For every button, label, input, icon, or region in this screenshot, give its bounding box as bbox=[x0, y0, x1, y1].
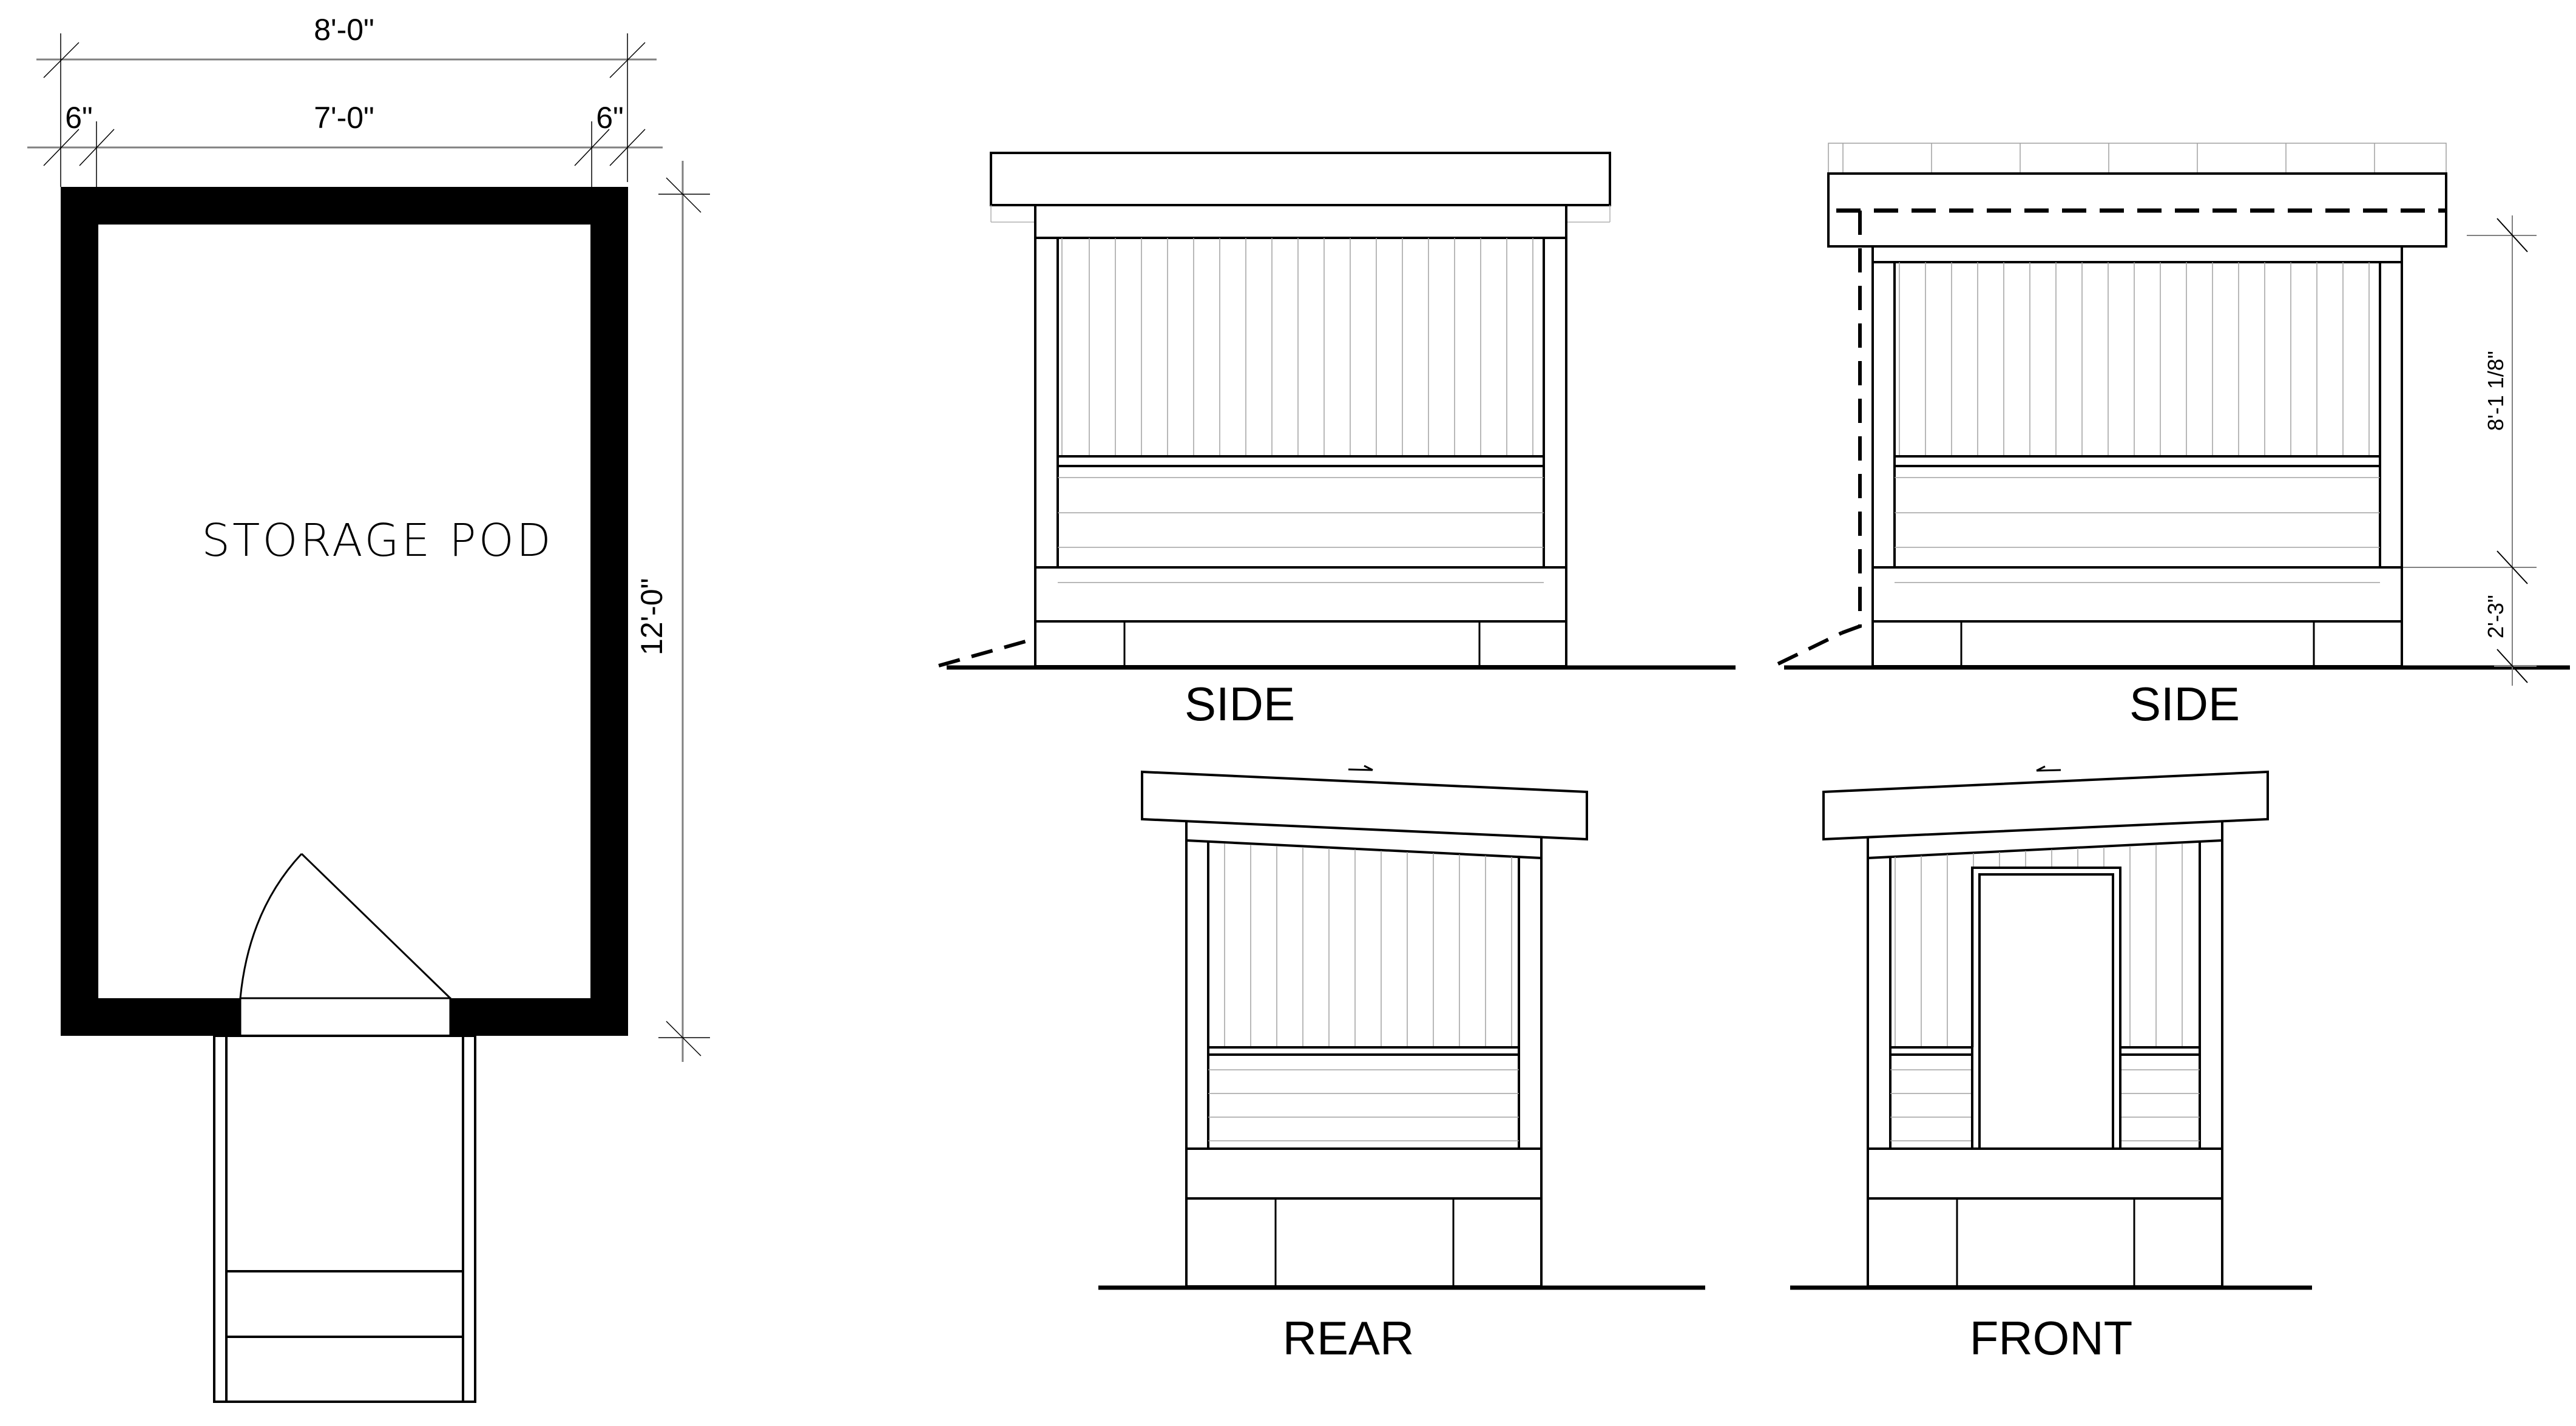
height-dimension-lines bbox=[2403, 215, 2537, 686]
view-title-rear: REAR bbox=[1282, 1311, 1415, 1365]
door-threshold bbox=[239, 997, 451, 1037]
dim-inner-width: 7'-0" bbox=[314, 101, 374, 135]
elevation-side-right bbox=[1777, 143, 2570, 686]
view-title-side-right: SIDE bbox=[2129, 677, 2240, 731]
dim-right-wall: 6" bbox=[596, 101, 624, 135]
dim-overall-width: 8'-0" bbox=[314, 13, 374, 47]
front-door bbox=[1971, 867, 2121, 1150]
elevation-side-left bbox=[938, 152, 1736, 670]
room-label: STORAGE POD bbox=[201, 515, 553, 567]
dim-wall-height: 8'-1 1/8" bbox=[2483, 351, 2508, 431]
vertical-siding bbox=[1061, 238, 1533, 456]
view-title-front: FRONT bbox=[1969, 1311, 2133, 1365]
floor-plan bbox=[27, 33, 710, 1403]
plan-walls bbox=[61, 187, 628, 1036]
entry-ramp bbox=[213, 1035, 476, 1403]
dim-length: 12'-0" bbox=[635, 578, 669, 655]
elevation-rear bbox=[1098, 765, 1705, 1290]
horizontal-siding bbox=[1058, 477, 1544, 583]
elevation-front bbox=[1790, 765, 2312, 1290]
plan-dimension-lines bbox=[27, 33, 710, 1062]
door-swing bbox=[239, 853, 451, 999]
dim-left-wall: 6" bbox=[65, 101, 93, 135]
dim-base-height: 2'-3" bbox=[2483, 595, 2508, 638]
view-title-side-left: SIDE bbox=[1184, 677, 1296, 731]
